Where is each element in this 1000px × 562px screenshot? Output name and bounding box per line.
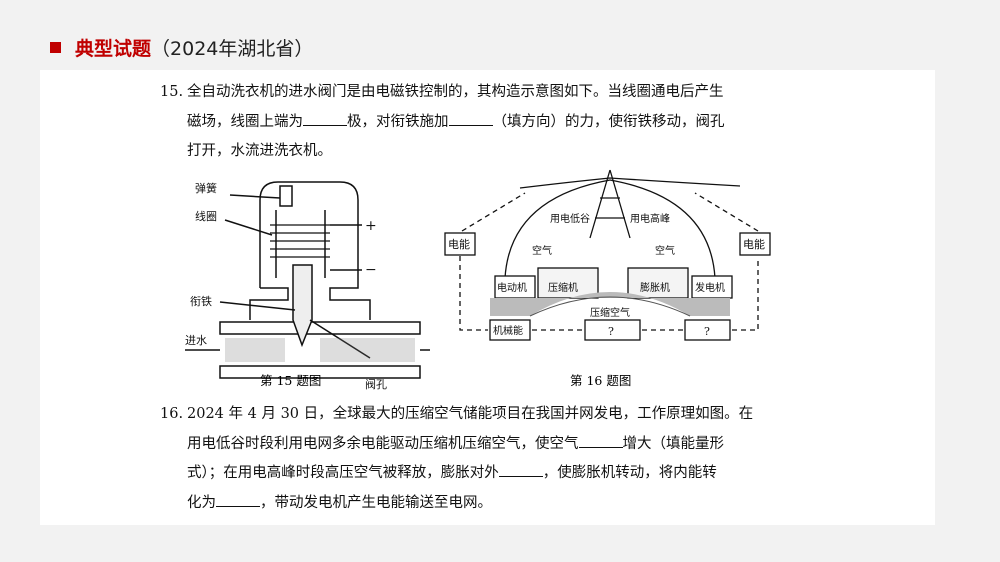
question-15: 15. 全自动洗衣机的进水阀门是由电磁铁控制的，其构造示意图如下。当线圈通电后产… xyxy=(160,78,780,167)
label-mechanical-energy: 机械能 xyxy=(493,324,523,337)
label-valve-hole: 阀孔 xyxy=(365,377,387,390)
slide-title: 典型试题 （2024年湖北省） xyxy=(50,34,313,61)
figure-15-caption: 第 15 题图 xyxy=(260,373,322,388)
figure-16-energy-storage: 用电低谷 用电高峰 空气 空气 电动机 压缩机 膨胀机 发电机 压缩空气 电能 … xyxy=(444,169,771,341)
label-electric-energy-right: 电能 xyxy=(743,237,765,251)
answer-blank xyxy=(448,113,493,126)
title-sub: （2024年湖北省） xyxy=(151,38,314,60)
question-text: 2024 年 4 月 30 日，全球最大的压缩空气储能项目在我国并网发电，工作原… xyxy=(187,406,754,422)
question-text: 磁场，线圈上端为极，对衔铁施加（填方向）的力，使衔铁移动，阀孔 xyxy=(187,113,725,130)
question-text: 用电低谷时段利用电网多余电能驱动压缩机压缩空气，使空气增大（填能量形 xyxy=(187,435,724,452)
label-unknown-2: ? xyxy=(704,325,710,338)
question-text: 式）；在用电高峰时段高压空气被释放，膨胀对外，使膨胀机转动，将内能转 xyxy=(187,464,717,481)
label-expander: 膨胀机 xyxy=(640,281,670,294)
label-air-out: 空气 xyxy=(655,244,675,257)
figure-16-caption: 第 16 题图 xyxy=(570,373,632,388)
question-number: 16. xyxy=(160,406,184,422)
label-low-demand: 用电低谷 xyxy=(550,212,590,225)
bullet-square-icon xyxy=(50,42,61,53)
label-spring: 弹簧 xyxy=(195,181,217,195)
answer-blank xyxy=(216,494,260,507)
label-generator: 发电机 xyxy=(695,281,725,294)
label-plus: + xyxy=(365,218,377,234)
label-air-in: 空气 xyxy=(532,244,552,257)
label-high-demand: 用电高峰 xyxy=(630,212,670,225)
question-text: 全自动洗衣机的进水阀门是由电磁铁控制的，其构造示意图如下。当线圈通电后产生 xyxy=(187,84,724,100)
label-coil: 线圈 xyxy=(195,209,217,223)
label-inlet: 进水 xyxy=(185,334,207,347)
question-text: 化为，带动发电机产生电能输送至电网。 xyxy=(187,494,492,511)
figure-15-solenoid-valve: 弹簧 线圈 衔铁 进水 阀孔 + − xyxy=(185,181,430,390)
label-compressed-air: 压缩空气 xyxy=(590,306,630,319)
question-16: 16. 2024 年 4 月 30 日，全球最大的压缩空气储能项目在我国并网发电… xyxy=(160,400,780,518)
label-unknown-1: ? xyxy=(608,325,614,338)
label-minus: − xyxy=(365,262,377,278)
question-number: 15. xyxy=(160,84,184,100)
label-armature: 衔铁 xyxy=(190,295,212,308)
answer-blank xyxy=(303,113,347,126)
label-motor: 电动机 xyxy=(497,281,527,294)
label-electric-energy-left: 电能 xyxy=(448,237,470,251)
answer-blank xyxy=(498,464,543,477)
answer-blank xyxy=(578,435,623,448)
exam-image: 15. 全自动洗衣机的进水阀门是由电磁铁控制的，其构造示意图如下。当线圈通电后产… xyxy=(40,70,935,525)
title-main: 典型试题 xyxy=(75,38,152,60)
label-compressor: 压缩机 xyxy=(548,281,578,294)
question-text: 打开，水流进洗衣机。 xyxy=(187,143,332,159)
